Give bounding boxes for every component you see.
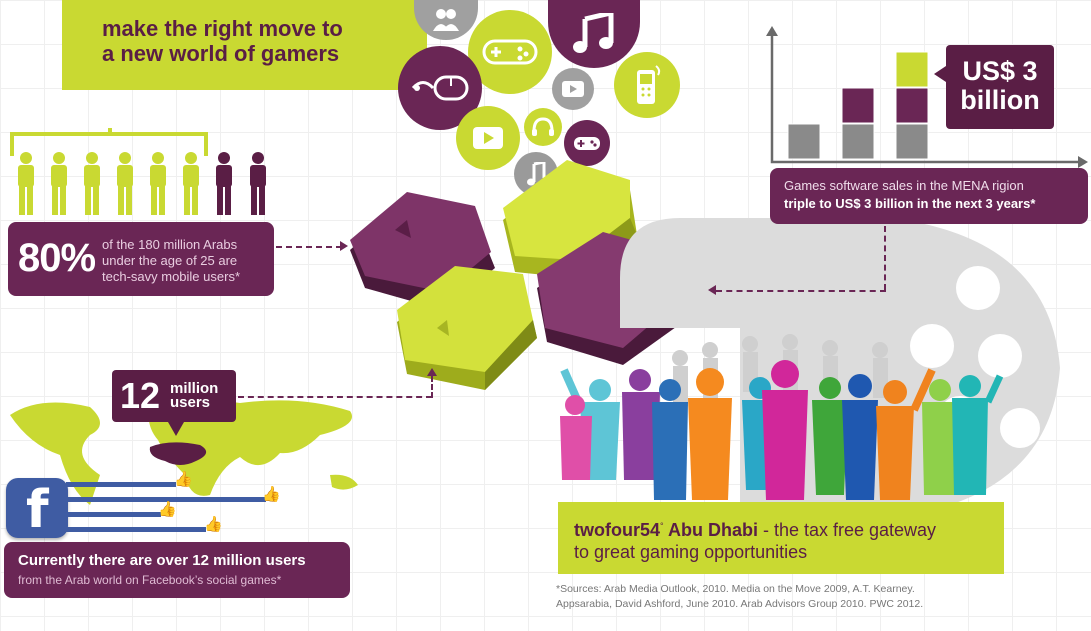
world-map <box>10 399 358 505</box>
sales-caption-line-1: Games software sales in the MENA rigion <box>784 178 1024 193</box>
arrow-icon <box>427 368 437 376</box>
pointer-icon <box>168 422 184 436</box>
headline-line-2: a new world of gamers <box>102 41 340 66</box>
facebook-bar-2 <box>66 497 266 502</box>
tagline-rest-2: to great gaming opportunities <box>574 542 808 562</box>
facebook-stat-line-2: from the Arab world on Facebook’s social… <box>18 573 282 587</box>
tagline-brand: twofour54 <box>574 520 661 540</box>
sales-bar-chart <box>766 26 1088 168</box>
facebook-bar-3 <box>66 512 161 517</box>
bar-1-segment-0 <box>841 123 875 160</box>
bar-2-segment-1 <box>895 87 929 124</box>
play-icon <box>456 106 520 170</box>
sales-caption-box: Games software sales in the MENA rigion … <box>770 168 1088 224</box>
headphones-icon <box>524 108 562 146</box>
gamepad-icon <box>468 10 552 94</box>
mobile-phone-icon <box>614 52 680 118</box>
stat-80-description: of the 180 million Arabs under the age o… <box>102 237 240 284</box>
gamepad-icon <box>564 120 610 166</box>
connector-sales-horizontal <box>716 290 886 292</box>
play-icon <box>552 68 594 110</box>
stat-12m-unit: million users <box>170 380 219 411</box>
tagline-rest-1: - the tax free gateway <box>757 520 937 540</box>
tagline-banner: twofour54° Abu Dhabi - the tax free gate… <box>558 502 1004 574</box>
facebook-bar-1 <box>66 482 176 487</box>
sales-callout-text: US$ 3 billion <box>960 56 1040 115</box>
facebook-bar-4 <box>66 527 206 532</box>
connector-12m-vertical <box>431 376 433 398</box>
like-icon: 👍 <box>158 500 177 518</box>
stat-80-box: 80% of the 180 million Arabs under the a… <box>8 222 274 296</box>
bar-0-segment-0 <box>787 123 821 160</box>
connector-sales <box>884 226 886 290</box>
sources-note: *Sources: Arab Media Outlook, 2010. Medi… <box>556 583 924 610</box>
headline-line-1: make the right move to <box>102 16 343 41</box>
bar-1-segment-1 <box>841 87 875 124</box>
sales-caption-line-2: triple to US$ 3 billion in the next 3 ye… <box>784 196 1036 211</box>
stat-80-value: 80% <box>18 236 96 280</box>
like-icon: 👍 <box>204 515 223 533</box>
facebook-stat-line-1: Currently there are over 12 million user… <box>18 552 306 569</box>
arrow-icon <box>340 241 348 251</box>
facebook-icon: f <box>6 478 68 540</box>
people-figures <box>10 128 280 225</box>
stat-12m-number: 12 <box>120 375 161 416</box>
like-icon: 👍 <box>262 485 281 503</box>
tagline-text: twofour54° Abu Dhabi - the tax free gate… <box>574 520 937 562</box>
pointer-icon <box>934 66 946 82</box>
facebook-stat-box: Currently there are over 12 million user… <box>4 542 350 598</box>
tagline-place: Abu Dhabi <box>663 520 758 540</box>
connector-12m <box>238 396 432 398</box>
like-icon: 👍 <box>174 470 193 488</box>
sales-callout: US$ 3 billion <box>946 45 1054 129</box>
arrow-icon <box>708 285 716 295</box>
crowd-illustration <box>560 334 1004 500</box>
headline-banner: make the right move to a new world of ga… <box>62 0 427 90</box>
bar-2-segment-0 <box>895 123 929 160</box>
connector-80 <box>276 246 342 248</box>
bar-2-segment-2 <box>895 51 929 88</box>
stat-12m-box: 12 million users <box>112 370 236 422</box>
